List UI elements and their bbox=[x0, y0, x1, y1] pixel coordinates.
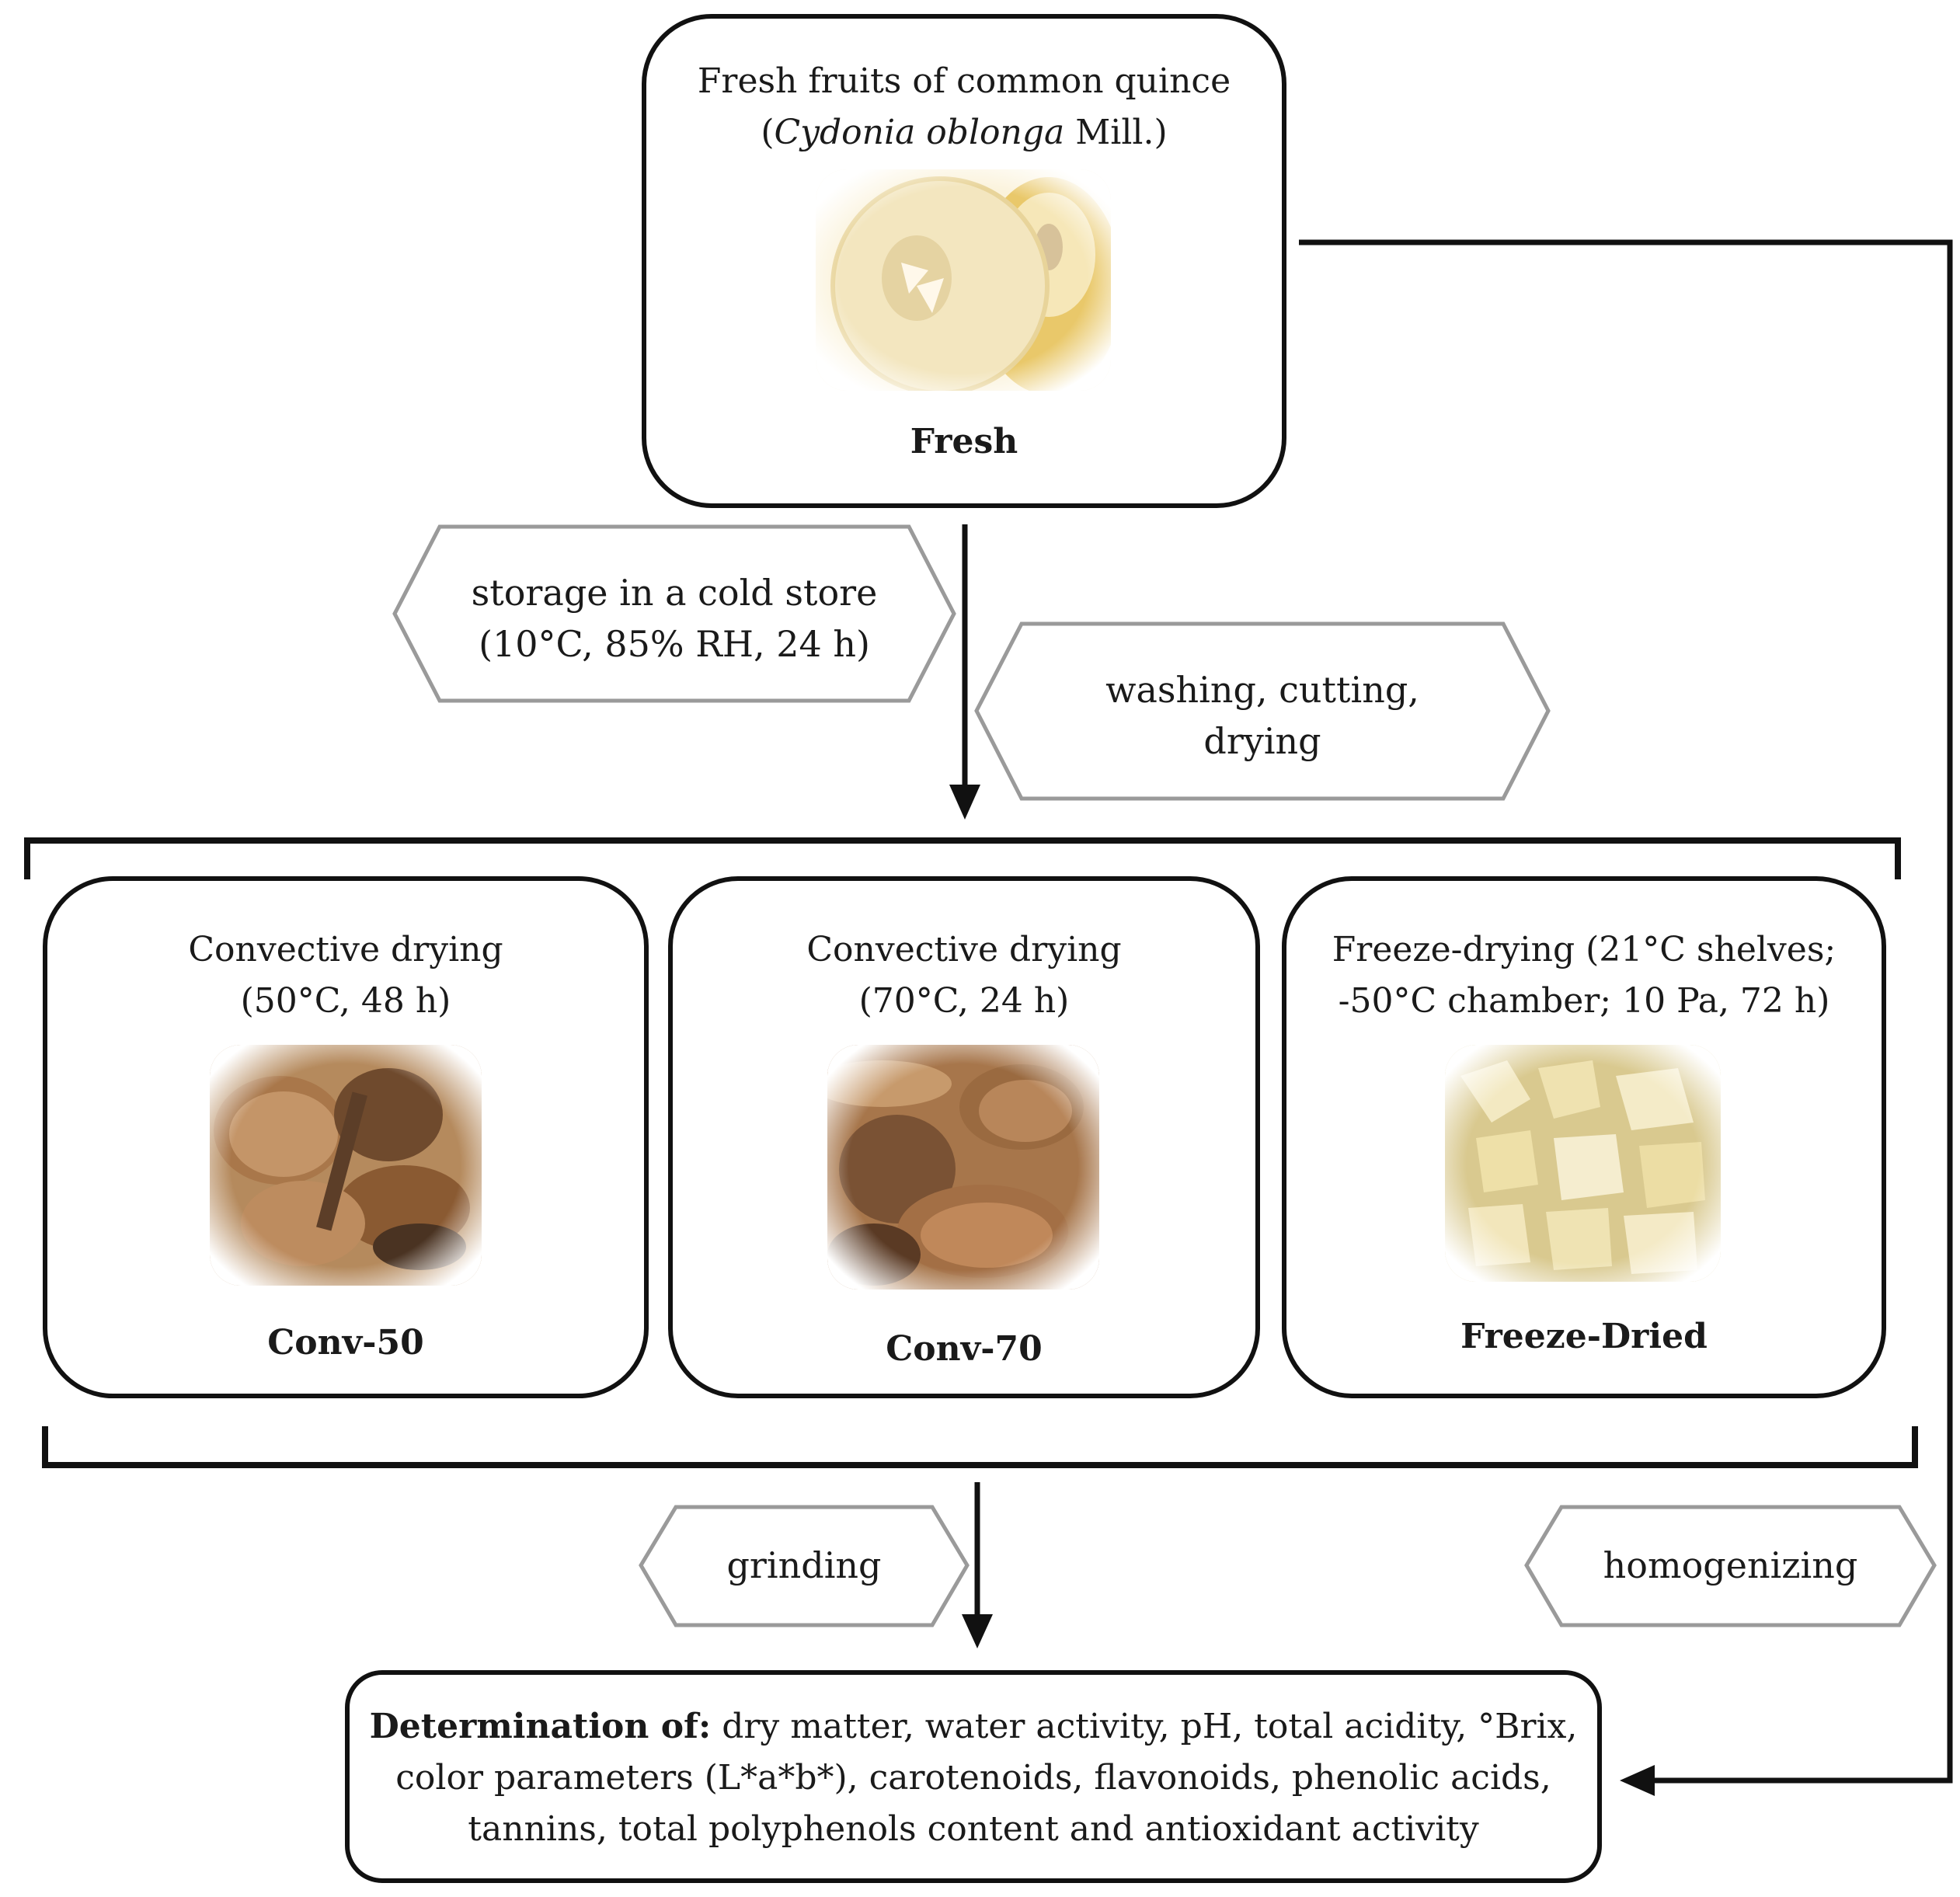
determination-line3: tannins, total polyphenols content and a… bbox=[468, 1809, 1479, 1849]
method-freeze-line2: -50°C chamber; 10 Pa, 72 h) bbox=[1338, 981, 1830, 1021]
step-washing-shape bbox=[974, 621, 1551, 801]
top-bracket bbox=[24, 837, 1901, 879]
dried-quince-slices-photo bbox=[827, 1045, 1099, 1290]
species-authority: Mill.) bbox=[1064, 113, 1168, 152]
step-homogenizing-shape bbox=[1524, 1505, 1937, 1627]
step-storage-line2: (10°C, 85% RH, 24 h) bbox=[479, 623, 870, 665]
method-conv-70-label: Conv-70 bbox=[886, 1329, 1043, 1369]
step-storage-shape bbox=[392, 524, 956, 703]
step-washing-line2: drying bbox=[1203, 720, 1321, 762]
freeze-dried-quince-pieces-photo bbox=[1445, 1045, 1721, 1282]
method-freeze-label: Freeze-Dried bbox=[1460, 1317, 1708, 1356]
arrowhead-left-icon bbox=[1620, 1765, 1655, 1796]
step-grinding: grinding bbox=[726, 1544, 882, 1586]
fresh-species: (Cydonia oblonga Mill.) bbox=[642, 107, 1286, 158]
method-conv-70-line1: Convective drying bbox=[806, 930, 1122, 969]
dried-quince-slices-photo bbox=[210, 1045, 482, 1286]
determination-line2: color parameters (L*a*b*), carotenoids, … bbox=[395, 1758, 1551, 1798]
method-conv-70-line2: (70°C, 24 h) bbox=[858, 981, 1070, 1021]
paren-open: ( bbox=[761, 113, 775, 152]
species-name: Cydonia oblonga bbox=[774, 113, 1065, 152]
arrowhead-down-icon bbox=[962, 1614, 993, 1648]
step-storage-line1: storage in a cold store bbox=[471, 572, 878, 614]
determination-line1-rest: dry matter, water activity, pH, total ac… bbox=[711, 1707, 1578, 1746]
arrowhead-down-icon bbox=[949, 785, 980, 820]
step-washing-line1: washing, cutting, bbox=[1105, 669, 1419, 711]
quince-halves-photo bbox=[816, 169, 1111, 391]
fresh-title: Fresh fruits of common quince bbox=[697, 61, 1231, 101]
determination-box bbox=[345, 1670, 1602, 1883]
step-storage: storage in a cold store (10°C, 85% RH, 2… bbox=[395, 567, 954, 670]
arrow-fresh-to-determination bbox=[1299, 239, 1953, 1784]
determination-line1: Determination of: dry matter, water acti… bbox=[345, 1701, 1602, 1753]
method-freeze-line1: Freeze-drying (21°C shelves; bbox=[1332, 930, 1836, 969]
fresh-label: Fresh bbox=[910, 422, 1018, 461]
step-homogenizing: homogenizing bbox=[1603, 1544, 1858, 1586]
determination-heading: Determination of: bbox=[369, 1707, 712, 1746]
method-conv-50-label: Conv-50 bbox=[267, 1323, 424, 1363]
bottom-bracket bbox=[42, 1426, 1918, 1468]
method-conv-50-line2: (50°C, 48 h) bbox=[240, 981, 451, 1021]
step-washing: washing, cutting, drying bbox=[977, 664, 1548, 767]
step-grinding-shape bbox=[639, 1505, 970, 1627]
method-conv-50-line1: Convective drying bbox=[188, 930, 503, 969]
